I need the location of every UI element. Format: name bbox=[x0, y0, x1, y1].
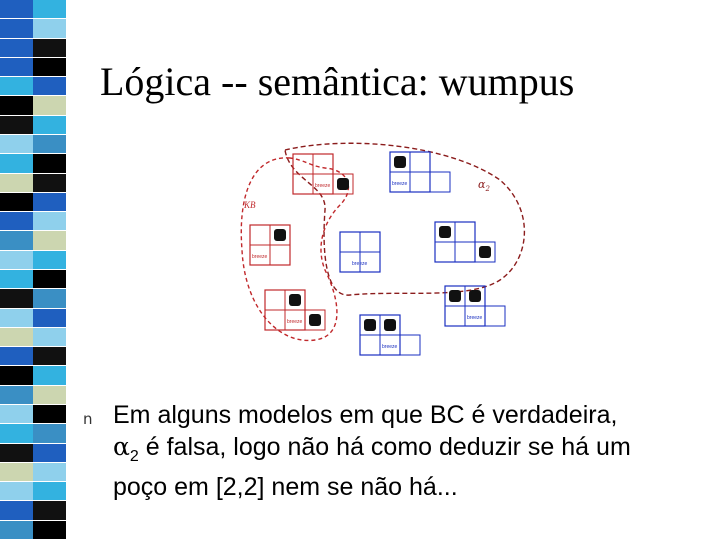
bullet-line-2-text: é falsa, logo não há como deduzir se há … bbox=[139, 433, 631, 461]
stripe-segment bbox=[0, 521, 33, 540]
stripe-segment bbox=[0, 231, 33, 250]
stripe-segment bbox=[33, 270, 66, 289]
stripe-segment bbox=[0, 212, 33, 231]
stripe-segment bbox=[33, 212, 66, 231]
svg-text:breeze: breeze bbox=[467, 315, 483, 321]
svg-text:breeze: breeze bbox=[252, 254, 268, 260]
kb-region-boundary bbox=[241, 158, 348, 341]
stripe-segment bbox=[33, 77, 66, 96]
stripe-segment bbox=[33, 405, 66, 424]
stripe-segment bbox=[33, 521, 66, 540]
stripe-segment bbox=[33, 58, 66, 77]
alpha2-label: α2 bbox=[478, 178, 490, 193]
stripe-segment bbox=[33, 19, 66, 38]
stripe-segment bbox=[0, 328, 33, 347]
bullet-line-2: α2 é falsa, logo não há como deduzir se … bbox=[113, 431, 713, 472]
stripe-segment bbox=[33, 501, 66, 520]
stripe-segment bbox=[0, 289, 33, 308]
stripe-segment bbox=[33, 366, 66, 385]
model-grid-kb-2: breeze bbox=[250, 225, 290, 265]
stripe-segment bbox=[0, 96, 33, 115]
stripe-segment bbox=[0, 154, 33, 173]
bullet-marker-icon: n bbox=[83, 410, 93, 428]
stripe-segment bbox=[0, 116, 33, 135]
stripe-segment bbox=[0, 77, 33, 96]
stripe-segment bbox=[0, 270, 33, 289]
stripe-segment bbox=[33, 309, 66, 328]
stripe-segment bbox=[0, 501, 33, 520]
stripe-segment bbox=[33, 231, 66, 250]
stripe-segment bbox=[33, 386, 66, 405]
model-grid-kb-3: breeze bbox=[265, 290, 325, 330]
model-grid-4: breeze bbox=[445, 286, 505, 326]
stripe-segment bbox=[0, 135, 33, 154]
stripe-segment bbox=[0, 19, 33, 38]
model-grid-3 bbox=[435, 222, 495, 262]
svg-text:breeze: breeze bbox=[382, 344, 398, 350]
stripe-segment bbox=[33, 463, 66, 482]
stripe-segment bbox=[33, 482, 66, 501]
stripe-segment bbox=[0, 347, 33, 366]
svg-text:breeze: breeze bbox=[287, 319, 303, 325]
slide-title: Lógica -- semântica: wumpus bbox=[100, 58, 574, 105]
model-grid-5: breeze bbox=[360, 315, 420, 355]
models-diagram: KB α2 breeze breeze breeze bbox=[230, 140, 530, 365]
stripe-segment bbox=[0, 193, 33, 212]
stripe-segment bbox=[33, 135, 66, 154]
stripe-segment bbox=[33, 96, 66, 115]
svg-text:breeze: breeze bbox=[392, 181, 408, 187]
stripe-segment bbox=[0, 444, 33, 463]
stripe-segment bbox=[0, 0, 33, 19]
stripe-segment bbox=[33, 39, 66, 58]
stripe-segment bbox=[0, 251, 33, 270]
stripe-segment bbox=[33, 328, 66, 347]
stripe-segment bbox=[33, 154, 66, 173]
stripe-segment bbox=[0, 58, 33, 77]
stripe-segment bbox=[33, 0, 66, 19]
stripe-segment bbox=[33, 424, 66, 443]
model-grid-kb-1: breeze bbox=[293, 154, 353, 194]
model-grid-1: breeze bbox=[390, 152, 450, 192]
models-figure: KB α2 breeze breeze breeze bbox=[230, 140, 530, 365]
stripe-segment bbox=[0, 386, 33, 405]
decorative-stripe bbox=[0, 0, 66, 540]
stripe-segment bbox=[33, 289, 66, 308]
kb-label: KB bbox=[243, 200, 256, 210]
stripe-segment bbox=[0, 405, 33, 424]
bullet-text: Em alguns modelos em que BC é verdadeira… bbox=[113, 400, 713, 503]
model-grid-2: breeze bbox=[340, 232, 380, 272]
stripe-segment bbox=[0, 482, 33, 501]
stripe-segment bbox=[33, 444, 66, 463]
svg-text:breeze: breeze bbox=[352, 261, 368, 267]
stripe-segment bbox=[0, 463, 33, 482]
bullet-line-3: poço em [2,2] nem se não há... bbox=[113, 472, 713, 503]
svg-text:breeze: breeze bbox=[315, 183, 331, 189]
bullet-line-1: Em alguns modelos em que BC é verdadeira… bbox=[113, 400, 713, 431]
stripe-segment bbox=[0, 424, 33, 443]
alpha-subscript: 2 bbox=[130, 448, 139, 465]
stripe-segment bbox=[33, 347, 66, 366]
stripe-segment bbox=[0, 39, 33, 58]
stripe-segment bbox=[33, 116, 66, 135]
stripe-segment bbox=[33, 251, 66, 270]
stripe-segment bbox=[0, 366, 33, 385]
stripe-segment bbox=[33, 193, 66, 212]
stripe-segment bbox=[0, 309, 33, 328]
stripe-segment bbox=[0, 174, 33, 193]
alpha-symbol: α bbox=[113, 432, 130, 461]
stripe-segment bbox=[33, 174, 66, 193]
